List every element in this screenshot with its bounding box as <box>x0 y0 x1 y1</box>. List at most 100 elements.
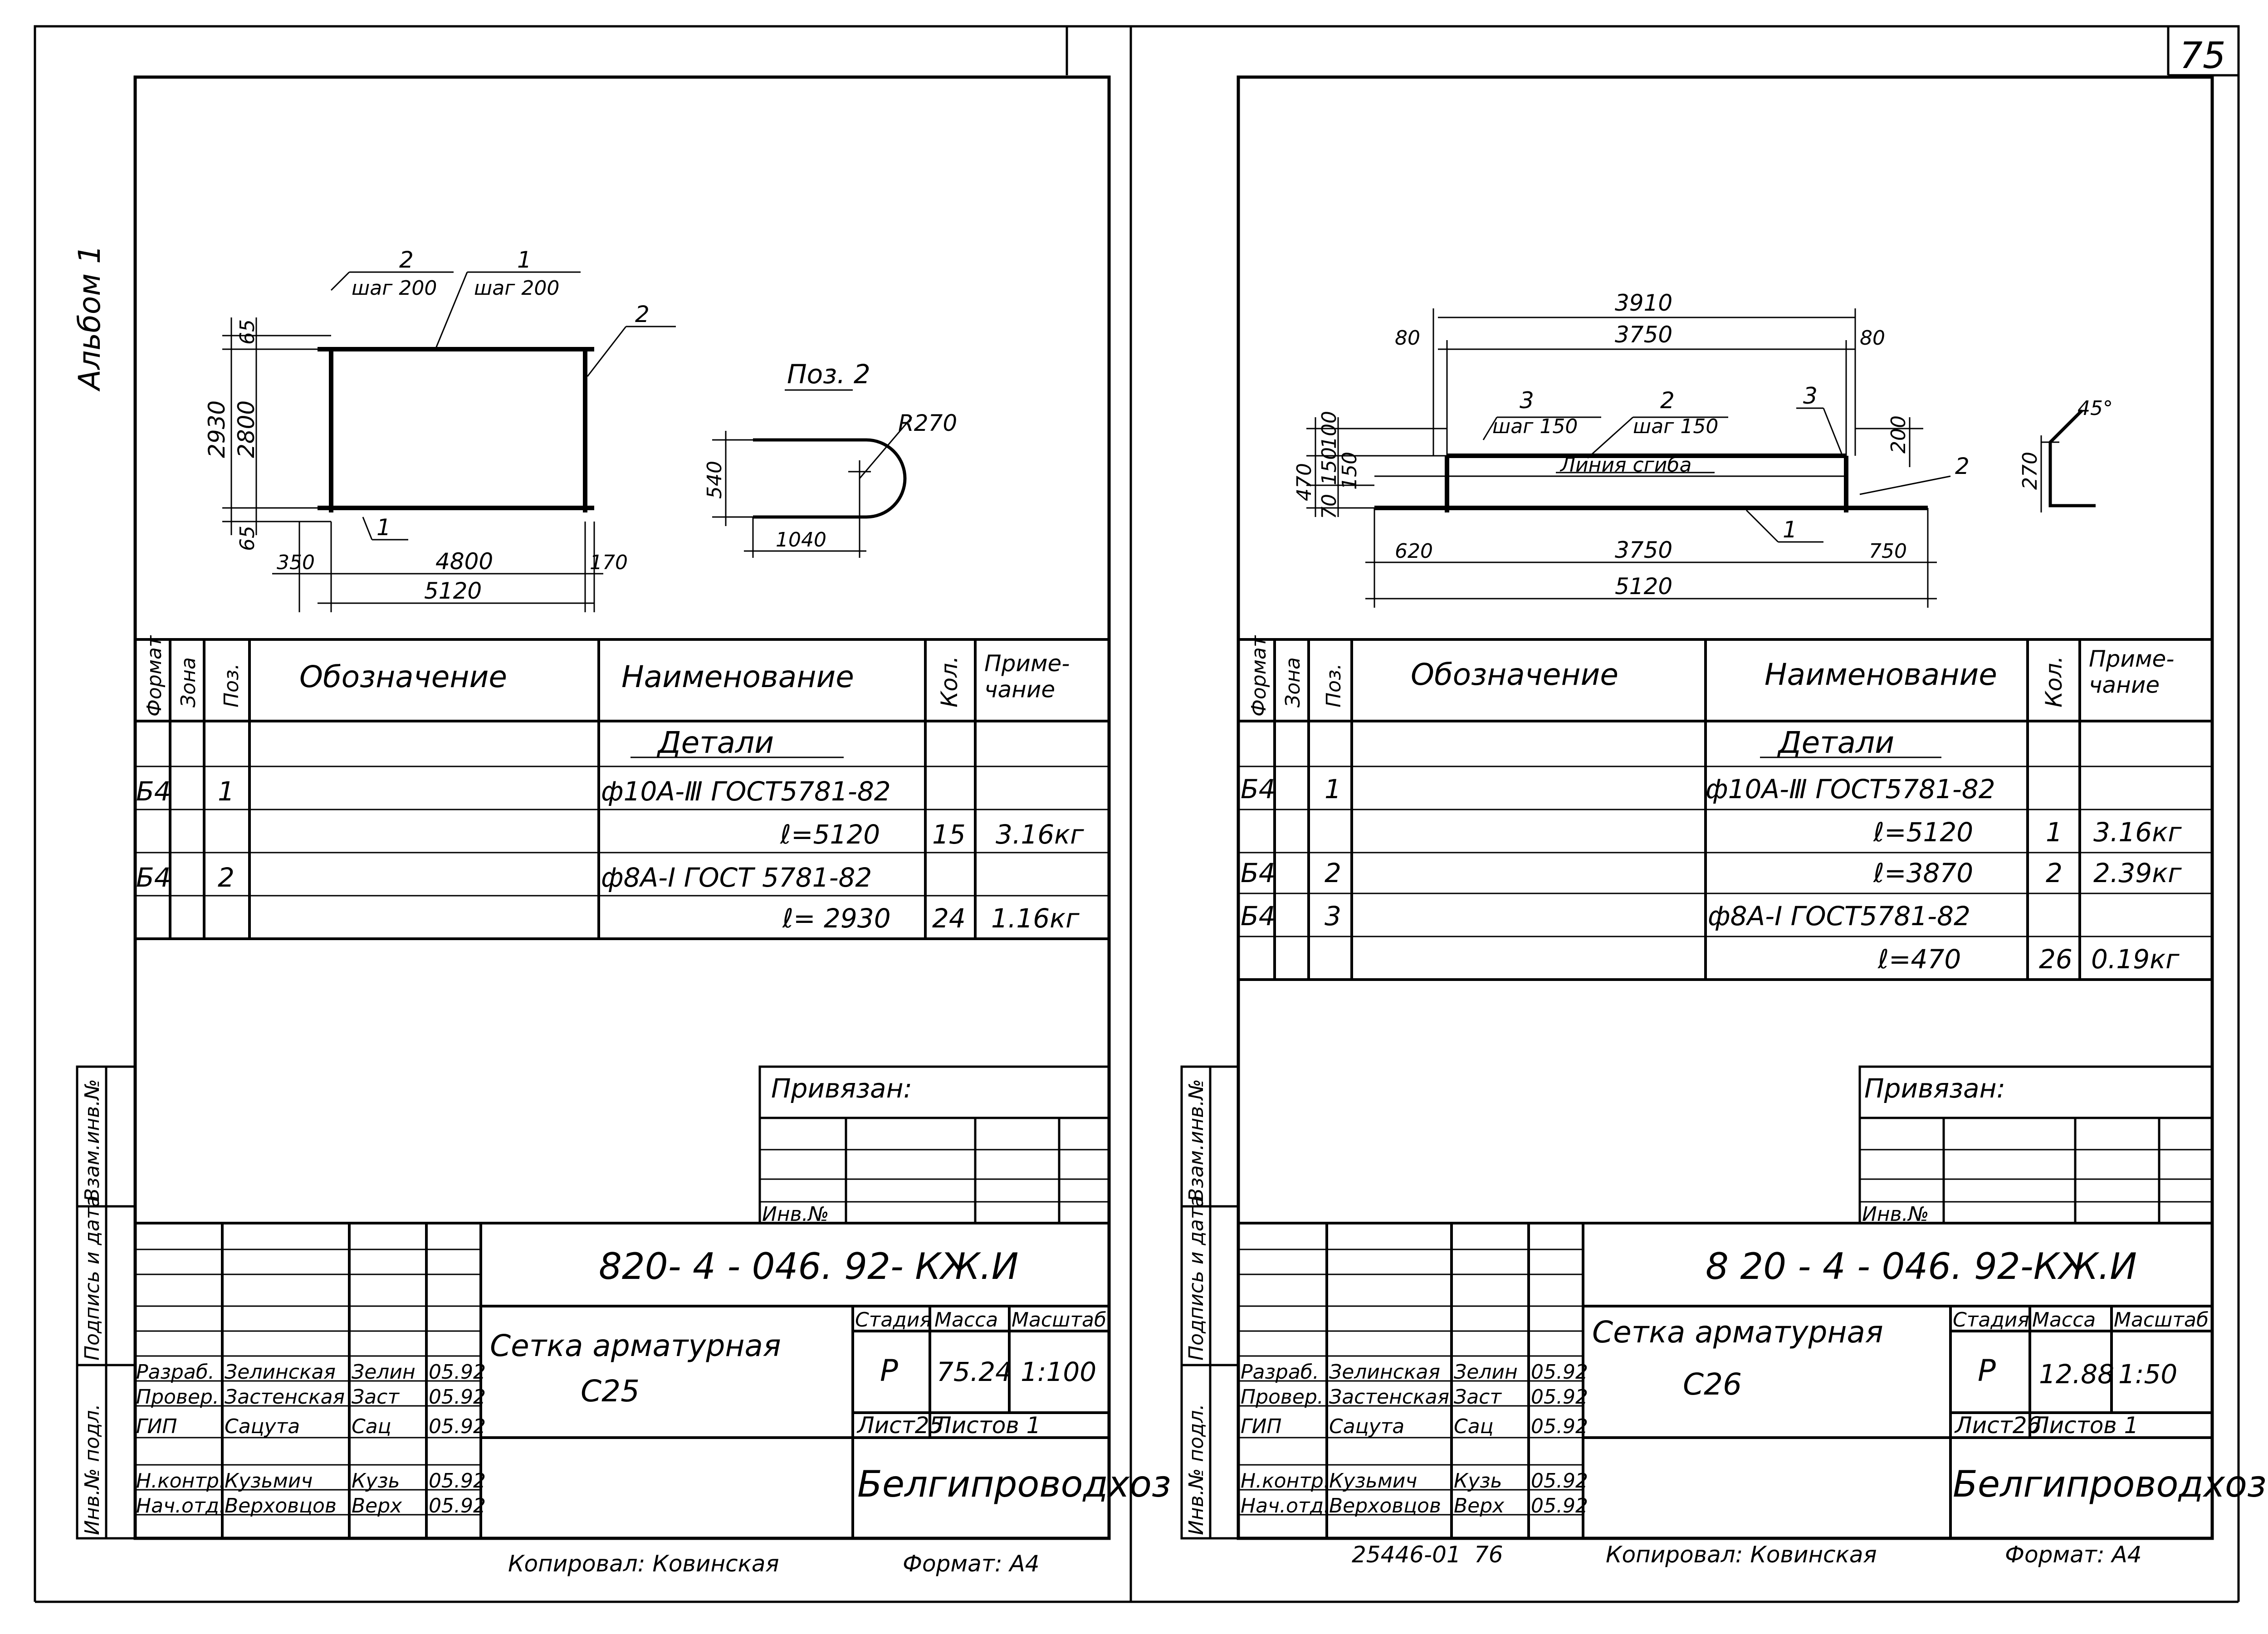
stamp-inv-podl: Инв.№ подл. <box>81 1404 104 1535</box>
s1-r2-name: ℓ=5120 <box>780 819 880 850</box>
s1-dim-5120: 5120 <box>424 578 482 604</box>
s1-hdr-note: Приме-чание <box>984 650 1070 703</box>
s2-format: Формат: А4 <box>2005 1541 2142 1568</box>
s2-p4-sign: Кузь <box>1454 1469 1502 1493</box>
s2-stamp-podpis-data: Подпись и дата <box>1185 1195 1208 1361</box>
s1-p2-date: 05.92 <box>429 1385 486 1409</box>
s2-dim-150b: 150 <box>1338 452 1361 490</box>
sheet2-mesh-drawing: 3 шаг 150 2 шаг 150 3 Линия сгиба 2 1 45… <box>1293 290 2113 608</box>
s1-privyazan: Привязан: <box>771 1073 912 1104</box>
s2-sheet: Лист26 <box>1954 1412 2041 1439</box>
s2-r5-name: ℓ=470 <box>1877 944 1961 975</box>
s1-dim-350: 350 <box>277 551 315 574</box>
s1-dim-4800: 4800 <box>435 548 493 575</box>
s1-lbl-poz2: Поз. 2 <box>787 359 870 390</box>
sheet2-title-block: 8 20 - 4 - 046. 92-КЖ.И Сетка арматурная… <box>1238 1222 2267 1538</box>
s1-dim-2800: 2800 <box>233 400 259 458</box>
s1-r3-format: Б4 <box>136 862 171 893</box>
s1-r3-pos: 2 <box>218 862 235 893</box>
s2-r1-name: ф10А-Ⅲ ГОСТ5781-82 <box>1706 774 1995 805</box>
s2-r4-name: ф8А-I ГОСТ5781-82 <box>1708 901 1970 932</box>
s1-lbl-step-1: шаг 200 <box>474 277 559 300</box>
s1-hdr-qty: Кол. <box>936 656 963 707</box>
s2-hdr-pos: Поз. <box>1322 663 1345 707</box>
sheet1-title-block: 820- 4 - 046. 92- КЖ.И Сетка арматурная … <box>135 1222 1171 1538</box>
s2-lbl-step-2: шаг 150 <box>1633 415 1718 438</box>
s2-r2-qty: 1 <box>2046 817 2063 848</box>
s2-dim-750: 750 <box>1869 540 1907 563</box>
s2-p5-name: Верховцов <box>1329 1494 1441 1517</box>
s1-hdr-format: Формат <box>143 635 166 717</box>
s1-section-details: Детали <box>656 725 774 760</box>
s2-p4-role: Н.контр. <box>1241 1469 1330 1493</box>
s2-p2-date: 05.92 <box>1531 1385 1588 1409</box>
s1-lbl-step-2: шаг 200 <box>352 277 437 300</box>
s2-lbl-pos3-b: 3 <box>1803 383 1818 409</box>
s2-p5-sign: Верх <box>1454 1494 1505 1517</box>
s1-p4-role: Н.контр. <box>136 1469 225 1493</box>
s1-title-line1: Сетка арматурная <box>490 1328 781 1363</box>
s2-r3-name: ℓ=3870 <box>1873 858 1973 888</box>
sheet2-side-stamp <box>1180 1065 1240 1540</box>
album-label: Альбом 1 <box>72 245 107 392</box>
s1-p3-name: Сацута <box>225 1415 300 1438</box>
s1-lbl-pos1-top: 1 <box>517 247 532 273</box>
s1-r1-name: ф10А-Ⅲ ГОСТ5781-82 <box>601 776 891 807</box>
s1-stage-label: Стадия <box>855 1308 932 1332</box>
s1-lbl-pos2-right: 2 <box>635 301 650 327</box>
s2-p1-role: Разраб. <box>1241 1361 1319 1384</box>
s2-inventory-page: 76 <box>1474 1541 1503 1568</box>
s1-hdr-designation: Обозначение <box>299 659 507 694</box>
s2-lbl-bend-line: Линия сгиба <box>1559 454 1692 477</box>
s1-p5-sign: Верх <box>352 1494 402 1517</box>
s2-section-details: Детали <box>1777 725 1894 760</box>
s1-sheets: Листов 1 <box>934 1412 1041 1439</box>
s2-r3-pos: 2 <box>1325 858 1341 888</box>
s2-p1-date: 05.92 <box>1531 1361 1588 1384</box>
s1-p2-sign: Заст <box>352 1385 400 1409</box>
sheet1-privyazan-block: Привязан: Инв.№ <box>758 1065 1110 1226</box>
s2-privyazan: Привязан: <box>1864 1073 2005 1104</box>
s2-scale-label: Масштаб <box>2114 1308 2209 1332</box>
s1-dim-65-bottom: 65 <box>236 526 259 551</box>
sheet1-side-stamp <box>76 1065 137 1540</box>
s2-dim-3910: 3910 <box>1615 290 1672 316</box>
s1-p1-sign: Зелин <box>352 1361 415 1384</box>
s2-dim-5120: 5120 <box>1615 573 1672 600</box>
s1-lbl-pos1-bottom: 1 <box>376 514 391 541</box>
s2-mass-label: Масса <box>2032 1308 2096 1332</box>
s2-copied: Копировал: Ковинская <box>1606 1541 1877 1568</box>
s1-p4-sign: Кузь <box>352 1469 400 1493</box>
s2-dim-150a: 150 <box>1318 447 1341 485</box>
s2-sheets: Листов 1 <box>2031 1412 2138 1439</box>
s1-title-line2: С25 <box>581 1374 640 1409</box>
s2-stage-label: Стадия <box>1953 1308 2029 1332</box>
s2-hdr-format: Формат <box>1247 635 1271 717</box>
s1-hdr-zone: Зона <box>177 657 200 707</box>
s2-p2-role: Провер. <box>1241 1385 1324 1409</box>
s2-lbl-45deg: 45° <box>2077 397 2113 420</box>
s2-r3-format: Б4 <box>1241 858 1276 888</box>
s2-title-line1: Сетка арматурная <box>1592 1315 1883 1350</box>
s2-p5-date: 05.92 <box>1531 1494 1588 1517</box>
s2-dim-200: 200 <box>1887 415 1910 454</box>
s2-p3-name: Сацута <box>1329 1415 1404 1438</box>
s1-r1-format: Б4 <box>136 776 171 807</box>
s2-dim-3750-bottom: 3750 <box>1615 537 1672 563</box>
sheet2-spec-table: Формат Зона Поз. Обозначение Наименовани… <box>1238 635 2212 981</box>
sheet2-privyazan-block: Привязан: Инв.№ <box>1858 1065 2214 1226</box>
stamp-vzam-inv: Взам.инв.№ <box>81 1079 104 1202</box>
s1-p3-date: 05.92 <box>429 1415 486 1438</box>
s2-dim-270: 270 <box>2019 452 2042 490</box>
s1-hdr-name: Наименование <box>621 659 854 694</box>
s2-scale: 1:50 <box>2118 1359 2177 1390</box>
page-number: 75 <box>2180 34 2226 77</box>
s1-p4-date: 05.92 <box>429 1469 486 1493</box>
s2-stamp-vzam-inv: Взам.инв.№ <box>1185 1079 1208 1202</box>
s2-p1-sign: Зелин <box>1454 1361 1518 1384</box>
s2-p3-role: ГИП <box>1241 1415 1282 1438</box>
s2-org: Белгипроводхоз <box>1953 1463 2267 1505</box>
s2-r1-pos: 1 <box>1325 774 1341 805</box>
s2-lbl-pos1: 1 <box>1783 517 1797 543</box>
s1-dim-540: 540 <box>703 461 726 499</box>
